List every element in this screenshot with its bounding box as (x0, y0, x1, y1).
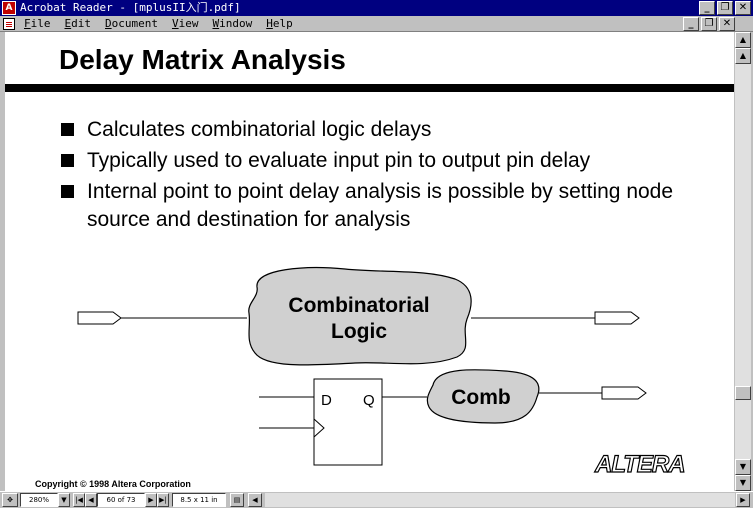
horizontal-scrollbar[interactable] (265, 493, 735, 507)
input-pin-icon (77, 311, 122, 325)
bullet-item: Typically used to evaluate input pin to … (59, 147, 719, 175)
bullet-square-icon (61, 123, 74, 136)
prev-page-icon[interactable]: ◀ (85, 493, 97, 507)
flip-flop-box (313, 378, 383, 466)
altera-logo: ALTERA (594, 451, 685, 477)
bullet-item: Internal point to point delay analysis i… (59, 178, 719, 234)
page-title: Delay Matrix Analysis (59, 44, 346, 75)
menu-help[interactable]: Help (266, 17, 293, 30)
scroll-left-arrow-icon[interactable]: ◀ (248, 493, 262, 507)
next-page-icon[interactable]: ▶ (145, 493, 157, 507)
menu-view[interactable]: View (171, 17, 199, 30)
bullet-item: Calculates combinatorial logic delays (59, 116, 719, 144)
delay-diagram: Combinatorial Logic D Q Comb ALTERA (77, 267, 686, 477)
menu-file[interactable]: File (24, 17, 51, 30)
bullet-text: Internal point to point delay analysis i… (87, 180, 674, 231)
pdf-icon[interactable]: A (2, 1, 16, 15)
doc-close-button[interactable]: ✕ (719, 17, 735, 31)
ff-d-label: D (321, 392, 332, 409)
document-icon[interactable] (3, 18, 15, 30)
menu-document[interactable]: Document (105, 17, 158, 30)
output-pin-icon (594, 311, 640, 325)
minimize-button[interactable]: _ (699, 1, 715, 15)
combo-label-1: Combinatorial (288, 294, 429, 317)
zoom-field[interactable]: 280% (20, 493, 58, 507)
doc-restore-button[interactable]: ❐ (701, 17, 717, 31)
bullet-list: Calculates combinatorial logic delays Ty… (59, 116, 719, 237)
first-page-icon[interactable]: |◀ (73, 493, 85, 507)
bullet-square-icon (61, 185, 74, 198)
zoom-dropdown-icon[interactable]: ▼ (58, 493, 70, 507)
scroll-down-arrow-icon[interactable]: ▼ (735, 459, 751, 475)
comb-output-pin-icon (601, 386, 647, 400)
vertical-scrollbar[interactable]: ▲ ▲ ▼ ▼ (735, 32, 751, 491)
page-layout-icon[interactable]: ▤ (230, 493, 244, 507)
window-title-bar[interactable]: A Acrobat Reader - [mplusII入门.pdf] _ ❐ ✕ (0, 0, 753, 16)
vertical-scroll-thumb[interactable] (735, 386, 751, 400)
last-page-icon[interactable]: ▶| (157, 493, 169, 507)
comb-cloud (426, 369, 540, 424)
restore-button[interactable]: ❐ (717, 1, 733, 15)
document-page: Delay Matrix Analysis Calculates combina… (5, 32, 734, 491)
navigate-icon[interactable]: ✥ (2, 493, 18, 507)
page-down-arrow-icon[interactable]: ▼ (735, 475, 751, 491)
page-number-field[interactable]: 60 of 73 (97, 493, 145, 507)
scroll-up-arrow-icon[interactable]: ▲ (735, 32, 751, 48)
comb-label: Comb (451, 386, 511, 409)
bullet-square-icon (61, 154, 74, 167)
status-bar: ✥ 280% ▼ |◀ ◀ 60 of 73 ▶ ▶| 8.5 x 11 in … (0, 491, 753, 508)
menu-window[interactable]: Window (212, 17, 253, 30)
clock-triangle-icon (313, 418, 325, 438)
copyright-text: Copyright © 1998 Altera Corporation (35, 479, 191, 489)
page-up-arrow-icon[interactable]: ▲ (735, 48, 751, 64)
doc-minimize-button[interactable]: _ (683, 17, 699, 31)
title-divider (5, 84, 734, 92)
combinatorial-logic-cloud (248, 267, 472, 366)
scroll-right-arrow-icon[interactable]: ▶ (736, 493, 750, 507)
ff-q-label: Q (363, 392, 375, 409)
bullet-text: Typically used to evaluate input pin to … (87, 149, 591, 172)
window-title: Acrobat Reader - [mplusII入门.pdf] (20, 1, 241, 14)
close-button[interactable]: ✕ (735, 1, 751, 15)
bullet-text: Calculates combinatorial logic delays (87, 118, 432, 141)
menu-bar: File Edit Document View Window Help _ ❐ … (0, 16, 753, 32)
menu-edit[interactable]: Edit (64, 17, 92, 30)
page-size-field: 8.5 x 11 in (172, 493, 226, 507)
combo-label-2: Logic (331, 320, 387, 343)
